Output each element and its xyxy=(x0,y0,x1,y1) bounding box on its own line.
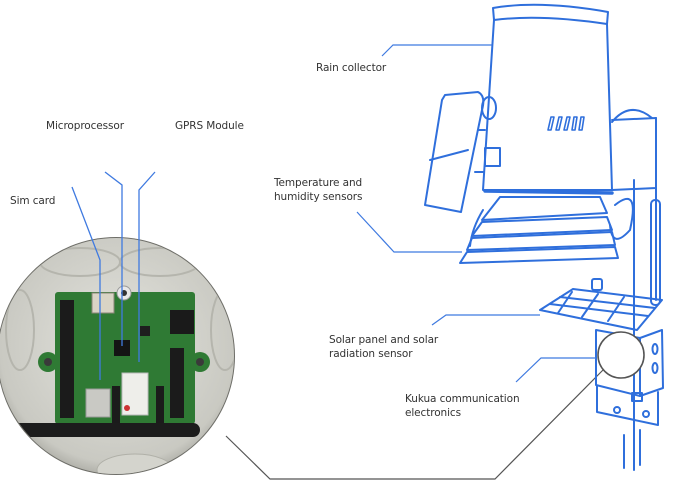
label-temp-humidity-line2: humidity sensors xyxy=(274,191,363,203)
connector-line xyxy=(225,369,604,480)
weather-station-drawing xyxy=(424,3,664,471)
solar-panel-shape xyxy=(539,278,663,331)
station-leader-lines xyxy=(356,44,596,383)
rj-jack xyxy=(170,310,194,334)
label-temp-humidity-line1: Temperature and xyxy=(274,177,363,189)
radiation-shield xyxy=(459,189,634,264)
label-sim-card: Sim card xyxy=(10,195,56,207)
sim-holder xyxy=(85,388,111,418)
antenna-rod xyxy=(650,199,661,306)
terminal-block-right xyxy=(170,348,184,418)
terminal-block-left xyxy=(60,300,74,418)
microprocessor-chip xyxy=(114,340,130,356)
comm-highlight-circle xyxy=(597,331,645,379)
label-temp-humidity: Temperature and humidity sensors xyxy=(274,176,362,204)
board-photo xyxy=(0,238,234,474)
rain-collector-shape xyxy=(482,3,657,191)
label-rain-collector: Rain collector xyxy=(316,62,387,74)
leader-microprocessor xyxy=(104,171,123,346)
label-communication-line2: electronics xyxy=(405,407,461,419)
label-communication-line1: Kukua communication xyxy=(405,393,520,405)
side-sensor-box xyxy=(424,91,501,213)
label-communication: Kukua communication electronics xyxy=(405,392,520,420)
antenna xyxy=(0,423,200,437)
leader-sim-card xyxy=(71,186,101,380)
label-gprs-module: GPRS Module xyxy=(175,120,244,132)
leader-gprs-module xyxy=(138,171,156,362)
label-solar-panel-line1: Solar panel and solar xyxy=(329,334,439,346)
label-solar-panel: Solar panel and solar radiation sensor xyxy=(329,333,438,361)
board-leader-lines xyxy=(71,171,156,380)
board-magnifier xyxy=(0,237,235,475)
usb-connector xyxy=(91,292,115,314)
leader-temp-humidity xyxy=(356,211,462,253)
label-microprocessor: Microprocessor xyxy=(46,120,124,132)
leader-solar-panel xyxy=(431,314,540,326)
leader-rain-collector xyxy=(381,44,492,57)
leader-communication xyxy=(515,357,596,383)
label-solar-panel-line2: radiation sensor xyxy=(329,348,413,360)
